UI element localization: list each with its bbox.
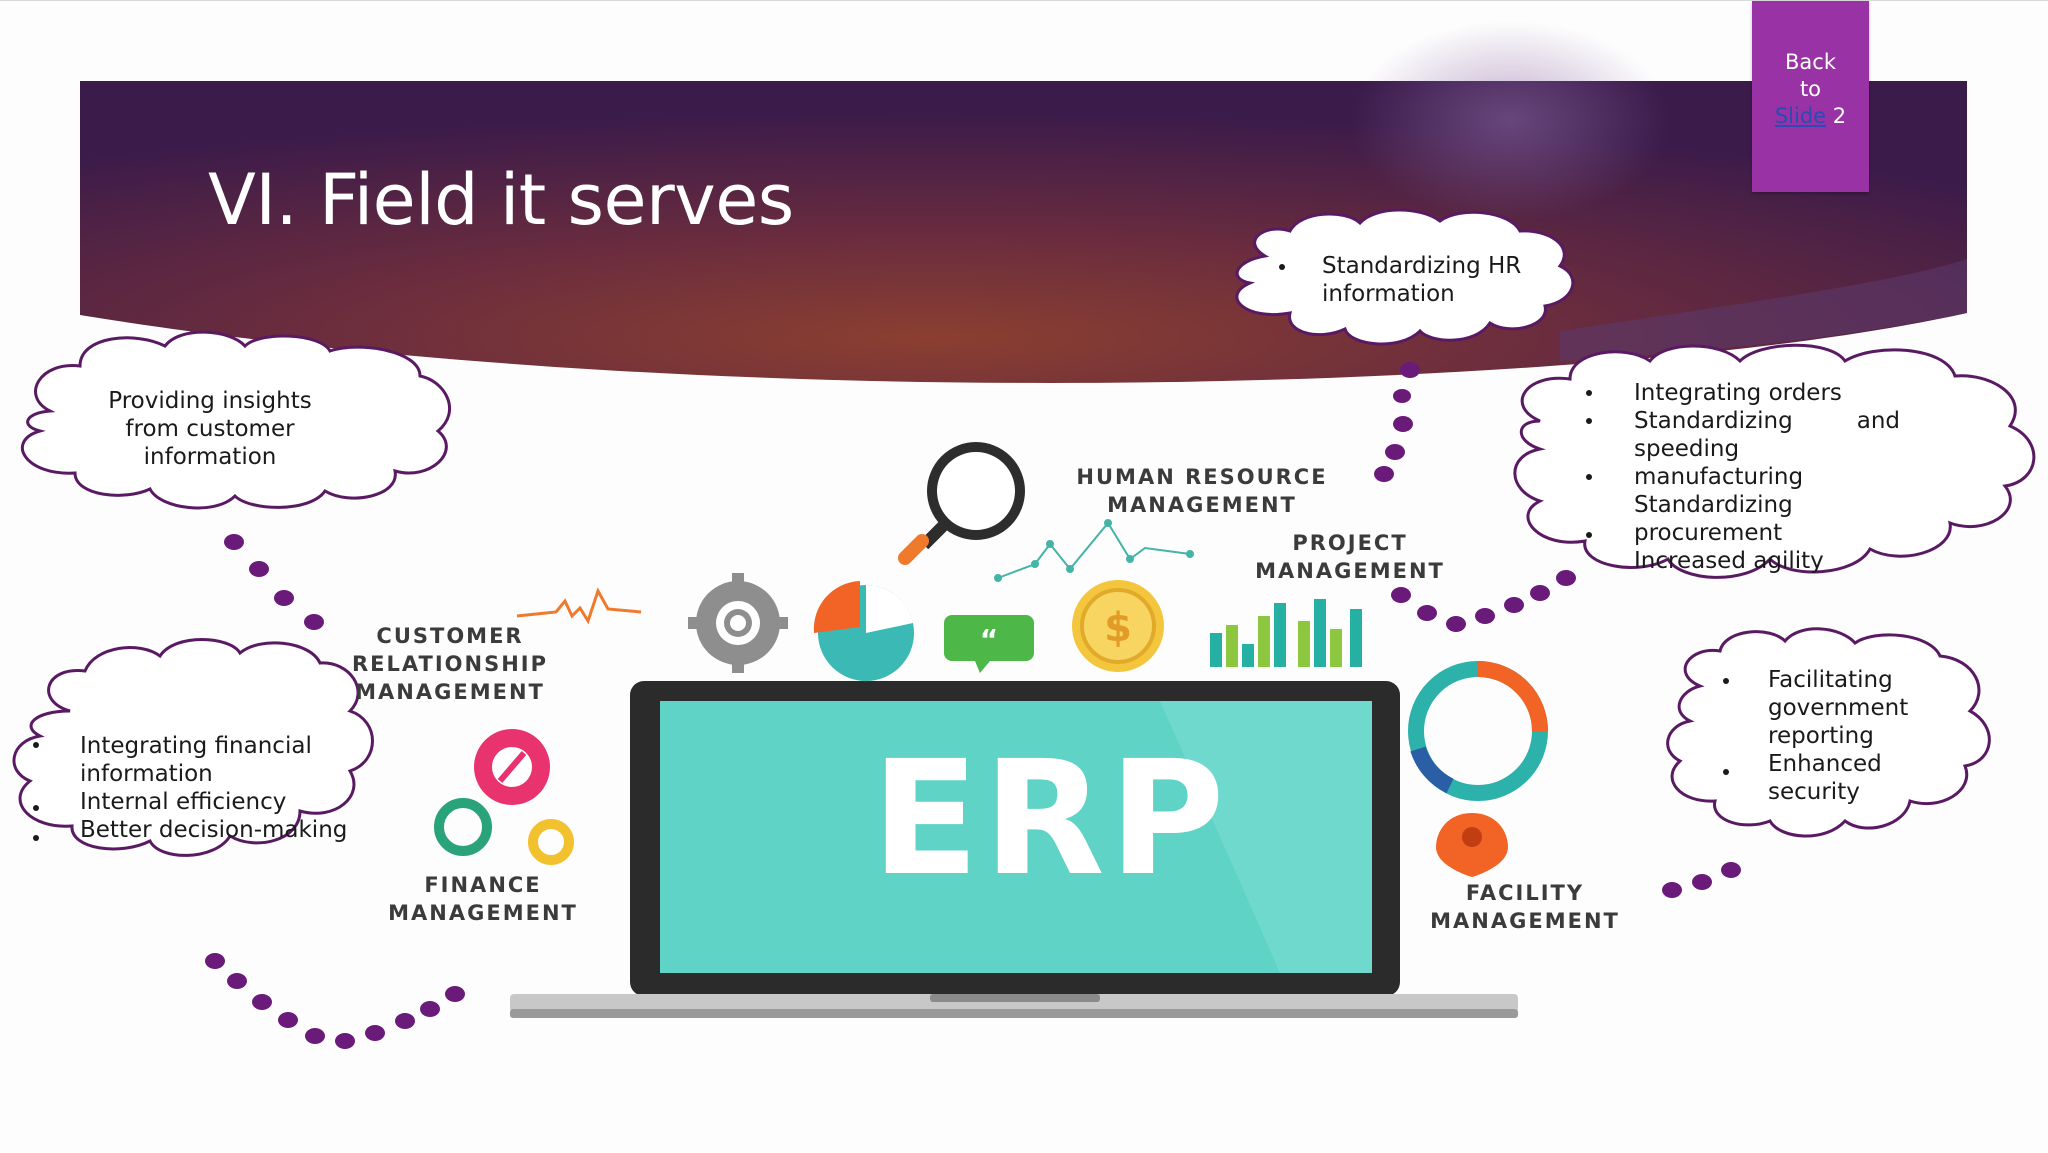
laptop-icon bbox=[510, 681, 1518, 1018]
gear-icon bbox=[688, 573, 788, 673]
chat-icon: “ bbox=[944, 615, 1034, 673]
connector-dots bbox=[205, 362, 1741, 1049]
hr-bubble-text: Standardizing HR information bbox=[1322, 253, 1522, 307]
gears-icon bbox=[434, 729, 574, 865]
bullet-dots bbox=[33, 264, 1729, 841]
to-label: to bbox=[1799, 77, 1822, 101]
cloud-hr bbox=[1235, 208, 1575, 346]
heartbeat-icon bbox=[516, 587, 642, 625]
erp-center-label: ERP bbox=[871, 727, 1229, 911]
map-pin-icon bbox=[1436, 813, 1508, 877]
slide-number: 2 bbox=[1832, 104, 1847, 128]
cloud-facility bbox=[1666, 627, 1991, 838]
bar-chart-icon bbox=[1210, 599, 1362, 667]
finance-bubble-text: Integrating financial information Intern… bbox=[80, 733, 348, 843]
svg-text:“: “ bbox=[980, 623, 998, 656]
dollar-coin-icon: $ bbox=[1072, 580, 1164, 672]
cloud-project bbox=[1513, 343, 2036, 579]
facility-bubble-text: Facilitating government reporting Enhanc… bbox=[1768, 667, 1909, 805]
slide-title: VI. Field it serves bbox=[208, 159, 794, 241]
cloud-finance bbox=[12, 638, 374, 857]
crm-bubble-text: Providing insights from customer informa… bbox=[108, 388, 312, 470]
donut-chart-icon bbox=[1408, 661, 1548, 801]
pie-chart-icon bbox=[813, 581, 914, 681]
back-label: Back bbox=[1785, 50, 1836, 74]
back-to-slide-button[interactable]: Back to Slide 2 bbox=[1752, 1, 1869, 192]
svg-text:$: $ bbox=[1104, 605, 1132, 651]
cloud-crm bbox=[20, 330, 451, 510]
magnifier-icon bbox=[898, 442, 1025, 565]
line-graph-icon bbox=[994, 519, 1194, 582]
slide-link[interactable]: Slide bbox=[1774, 104, 1827, 128]
